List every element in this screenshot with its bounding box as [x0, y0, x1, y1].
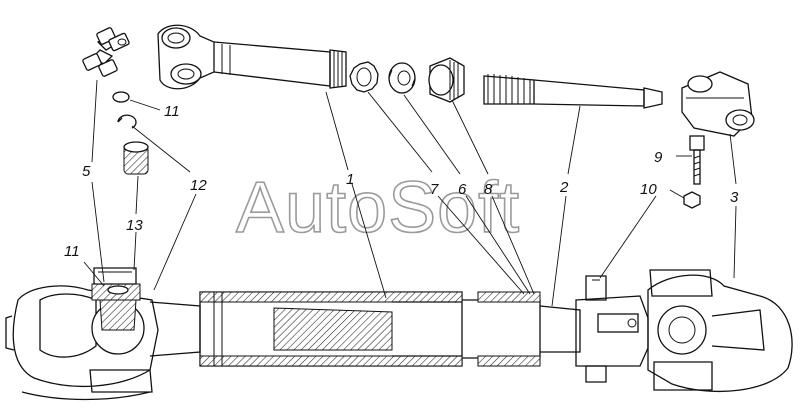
splined-yoke-part: [157, 24, 347, 90]
nut-part: [388, 62, 416, 94]
callout-11-top: 11: [164, 103, 180, 120]
bolt-nut-part: [683, 191, 701, 209]
callout-3: 3: [730, 189, 739, 206]
splined-shaft-part: [483, 74, 663, 109]
callout-9: 9: [654, 149, 663, 166]
needle-bearing-part: [123, 141, 149, 175]
bolt-part: [689, 135, 705, 185]
snap-ring-part: [117, 114, 137, 129]
callout-5: 5: [82, 163, 91, 180]
callout-8: 8: [484, 181, 493, 198]
dust-cap-part: [428, 57, 465, 103]
callout-13: 13: [126, 217, 143, 234]
watermark-text: AutoSoft: [236, 168, 520, 248]
callout-1: 1: [346, 171, 354, 188]
assembled-cardan-shaft: [5, 267, 793, 401]
callout-2: 2: [559, 179, 569, 196]
callout-7: 7: [430, 181, 439, 198]
callout-10: 10: [640, 181, 657, 198]
seal-washer-part: [349, 61, 379, 93]
seal-ring-part: [112, 91, 130, 103]
callout-12: 12: [190, 177, 207, 194]
callout-6: 6: [458, 181, 467, 198]
leader-lines: [83, 79, 737, 307]
spider-cross-part: [82, 27, 130, 77]
flange-yoke-part: [681, 71, 755, 137]
callout-11-bottom: 11: [64, 243, 80, 260]
